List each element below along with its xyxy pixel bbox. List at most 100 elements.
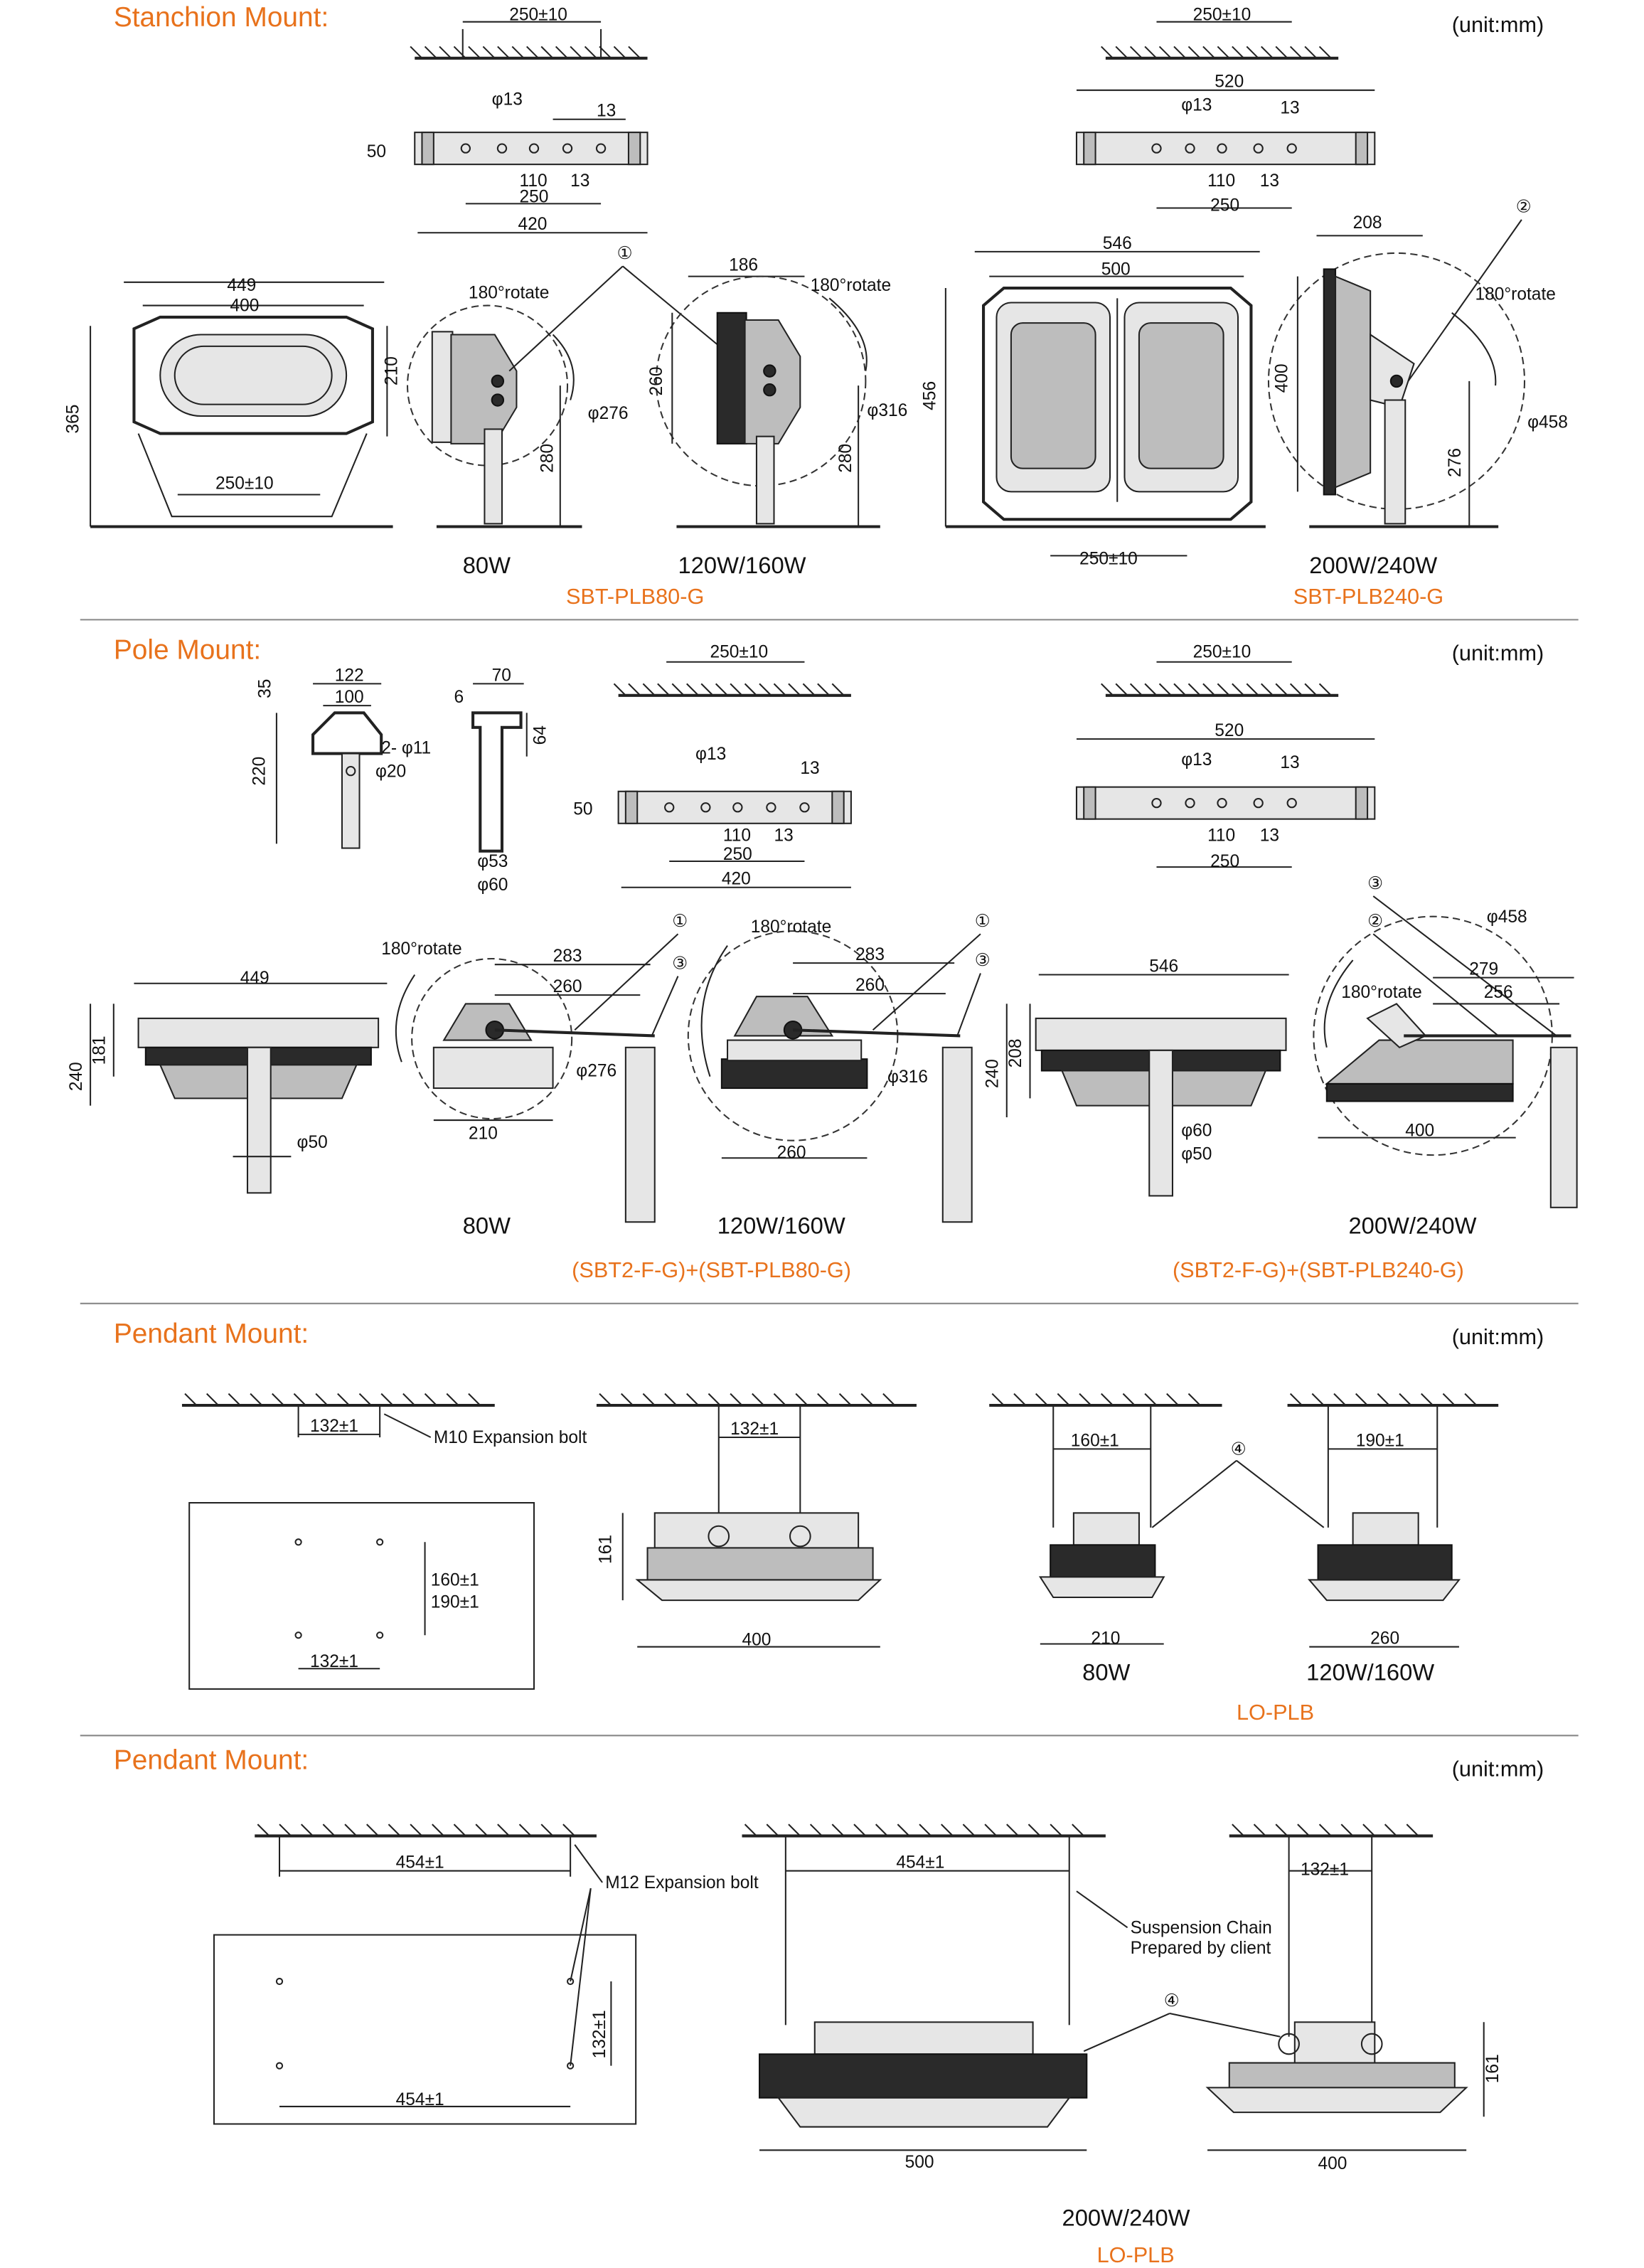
stanchion-lamp200-w2: 500 <box>1101 260 1131 279</box>
pole-sleeve-t: 6 <box>454 688 464 707</box>
stanchion-rail-left-total: 420 <box>518 215 547 234</box>
pendant2-chain2: Prepared by client <box>1131 1939 1271 1958</box>
stanchion-rail-left-h: 50 <box>367 142 386 161</box>
pole-lamp80s-c1: ① <box>672 912 688 931</box>
pendant2-chain1: Suspension Chain <box>1131 1919 1272 1938</box>
stanchion-rail-right-d1: 13 <box>1280 99 1299 118</box>
pole-lamp-80-side: 180°rotate 283 260 φ276 210 ① ③ <box>381 912 688 1223</box>
pole-lamp-240-side: φ458 ③ ② 279 180°rotate 256 400 <box>1313 874 1578 1208</box>
pendant1-plate-d3: 132±1 <box>310 1652 358 1671</box>
pole-lamp120-rotate: 180°rotate <box>751 917 831 937</box>
pendant2-caption: 200W/240W <box>1062 2205 1190 2231</box>
stanchion-rail-left-hole: φ13 <box>492 90 523 109</box>
stanchion-model-240: SBT-PLB240-G <box>1293 584 1443 609</box>
stanchion-lamp80-w2: 400 <box>230 297 259 316</box>
pole-lamp80-w: 449 <box>240 969 269 988</box>
stanchion-lamp120-rotate: 180°rotate <box>811 276 891 295</box>
stanchion-lamp240-dia: φ458 <box>1527 412 1568 432</box>
stanchion-lamp200-base: 250±10 <box>1079 550 1138 569</box>
pole-caption-200: 200W/240W <box>1348 1213 1476 1239</box>
stanchion-lamp240-h2: 276 <box>1446 448 1465 477</box>
stanchion-rail-right-width: 520 <box>1215 73 1244 92</box>
pendant2-plate: 132±1 454±1 <box>213 1888 637 2125</box>
pole-lamp240-c2: ② <box>1367 912 1383 931</box>
pole-rail-right-a: 110 <box>1207 826 1235 845</box>
pole-lamp120-dia: φ316 <box>887 1068 928 1087</box>
pole-lamp80-dia: φ50 <box>297 1133 328 1152</box>
stanchion-rail-left-d1: 13 <box>597 102 616 121</box>
pole-rail-right-d1: 13 <box>1280 753 1299 772</box>
pole-bracket-w2: 100 <box>335 688 364 707</box>
stanchion-rail-right-b: 250 <box>1210 196 1239 215</box>
stanchion-rail-left-d2: 13 <box>570 171 589 191</box>
pole-rail-right-width: 520 <box>1215 721 1244 740</box>
stanchion-rail-right: 250±10 520 φ13 13 110 13 250 <box>1075 6 1376 215</box>
pendant1-lamp80-w: 210 <box>1091 1629 1120 1648</box>
pendant1-ceiling-spacing: 132±1 <box>310 1417 358 1436</box>
unit-label-4: (unit:mm) <box>1452 1757 1544 1782</box>
pendant1-title: Pendant Mount: <box>114 1319 309 1349</box>
pole-lamp80s-w: 210 <box>469 1124 498 1144</box>
pendant2-front-spacing: 454±1 <box>896 1853 944 1872</box>
pole-sleeve-d2: φ60 <box>477 875 508 895</box>
pole-bracket-dia: φ20 <box>375 762 406 781</box>
stanchion-lamp240-h: 400 <box>1273 363 1292 393</box>
pole-lamp120-w: 260 <box>777 1143 806 1162</box>
pole-lamp80s-rotate: 180°rotate <box>381 939 461 959</box>
pole-lamp80s-dia: φ276 <box>576 1062 616 1081</box>
unit-label-2: (unit:mm) <box>1452 641 1544 666</box>
pole-lamp240-w: 400 <box>1405 1122 1434 1141</box>
stanchion-lamp80-h3: 280 <box>538 444 557 473</box>
pole-rail-left-total: 420 <box>722 870 751 889</box>
pole-lamp-200-front: 546 240 208 φ60 φ50 <box>983 957 1289 1197</box>
stanchion-lamp240-w: 208 <box>1353 213 1382 233</box>
pendant1-bolt: M10 Expansion bolt <box>434 1428 587 1447</box>
pole-lamp240-dia: φ458 <box>1487 907 1527 927</box>
pendant2-title: Pendant Mount: <box>114 1745 309 1775</box>
pendant2-ceiling: 454±1 M12 Expansion bolt <box>255 1824 759 1892</box>
pendant1-plate: 160±1 190±1 132±1 <box>188 1502 535 1690</box>
pendant1-caption-80: 80W <box>1082 1659 1130 1686</box>
stanchion-lamp-80-side: 180°rotate φ276 280 ① <box>406 244 750 528</box>
stanchion-lamp80-h2: 210 <box>383 356 402 385</box>
pendant1-ceiling: 132±1 M10 Expansion bolt <box>181 1393 587 1447</box>
pole-lamp-80-front: 449 240 181 φ50 <box>67 969 388 1194</box>
pole-bracket-hole: 2- φ11 <box>381 739 431 758</box>
pole-model-240: (SBT2-F-G)+(SBT-PLB240-G) <box>1173 1257 1464 1282</box>
pendant1-plate-d1: 160±1 <box>431 1571 479 1590</box>
pendant1-model: LO-PLB <box>1237 1700 1314 1725</box>
pendant2-front: 454±1 Suspension Chain Prepared by clien… <box>742 1824 1281 2172</box>
pendant1-lamp-80: 160±1 210 ④ <box>989 1393 1325 1648</box>
pole-rail-left-d2: 13 <box>774 826 793 845</box>
stanchion-lamp120-h: 260 <box>647 366 666 395</box>
stanchion-lamp80-callout: ① <box>617 244 633 263</box>
stanchion-lamp200-h: 456 <box>921 381 940 410</box>
stanchion-rail-right-a: 110 <box>1207 171 1235 191</box>
pendant2-front-w: 500 <box>905 2153 934 2172</box>
pole-rail-left-h: 50 <box>573 800 592 819</box>
stanchion-title: Stanchion Mount: <box>114 2 329 33</box>
stanchion-caption-80: 80W <box>463 552 511 578</box>
pole-rail-left: 250±10 φ13 13 50 110 13 250 420 <box>573 643 852 889</box>
pole-rail-left-a: 110 <box>723 826 751 845</box>
pole-rail-right-spacing: 250±10 <box>1193 643 1251 662</box>
stanchion-lamp-240-side: 208 ② 180°rotate 400 φ458 276 <box>1267 198 1568 528</box>
stanchion-lamp80-w1: 449 <box>227 276 256 295</box>
stanchion-rail-left-b: 250 <box>520 187 549 206</box>
pole-lamp80s-a: 283 <box>553 947 582 966</box>
pendant2-side: 132±1 161 400 <box>1205 1824 1502 2173</box>
pole-sleeve-w: 70 <box>492 666 511 685</box>
stanchion-rail-right-spacing: 250±10 <box>1193 6 1251 25</box>
pole-lamp240-c3: ③ <box>1367 874 1383 893</box>
pendant1-lamp120-w: 260 <box>1370 1629 1399 1648</box>
stanchion-lamp80-rotate: 180°rotate <box>469 283 549 302</box>
pole-lamp120-c1: ① <box>975 912 991 931</box>
pole-lamp240-rotate: 180°rotate <box>1341 983 1421 1002</box>
pole-lamp240-b: 256 <box>1484 983 1513 1002</box>
pole-bracket-h1: 35 <box>256 679 275 698</box>
pole-model-80: (SBT2-F-G)+(SBT-PLB80-G) <box>572 1257 851 1282</box>
pendant2-ceiling-spacing: 454±1 <box>396 1853 444 1872</box>
pole-lamp80s-b: 260 <box>553 977 582 996</box>
unit-label-1: (unit:mm) <box>1452 12 1544 37</box>
